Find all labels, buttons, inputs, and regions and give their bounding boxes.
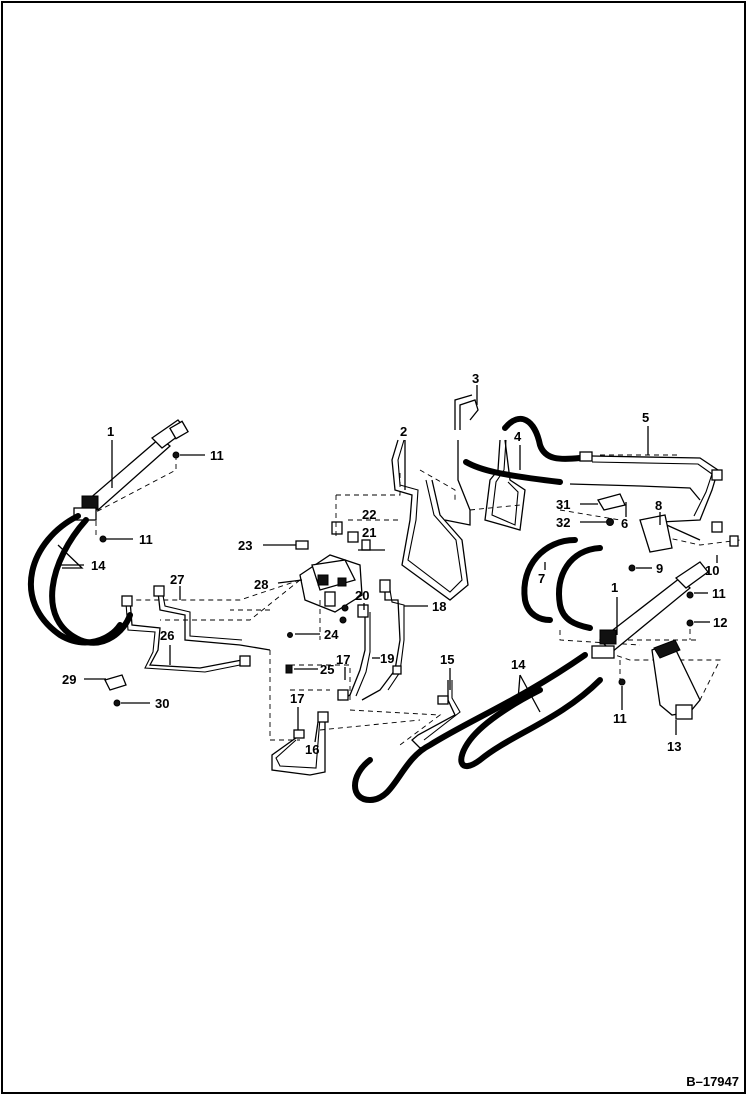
callout-26: 26 xyxy=(160,628,174,643)
callout-7: 7 xyxy=(538,571,545,586)
control-valve xyxy=(290,521,371,613)
callout-16: 16 xyxy=(305,742,319,757)
callout-13: 13 xyxy=(667,739,681,754)
callout-10: 10 xyxy=(705,563,719,578)
figure-id: B–17947 xyxy=(686,1074,739,1089)
callout-14: 14 xyxy=(91,558,106,573)
callout-8: 8 xyxy=(655,498,662,513)
tube-5 xyxy=(463,415,739,547)
callout-5: 5 xyxy=(642,410,649,425)
callout-18: 18 xyxy=(432,599,446,614)
callout-3: 3 xyxy=(472,371,479,386)
tubes-26-27 xyxy=(121,585,271,673)
callout-17: 17 xyxy=(336,652,350,667)
callout-12: 12 xyxy=(713,615,727,630)
callout-24: 24 xyxy=(324,627,339,642)
callout-11: 11 xyxy=(210,448,224,463)
callout-28: 28 xyxy=(254,577,268,592)
callout-27: 27 xyxy=(170,572,184,587)
tube-15 xyxy=(411,680,461,749)
small-hardware xyxy=(99,451,349,707)
right-hoses xyxy=(352,652,626,804)
tube-2 xyxy=(391,439,469,601)
callout-9: 9 xyxy=(656,561,663,576)
callout-11: 11 xyxy=(613,711,627,726)
callout-11: 11 xyxy=(139,532,153,547)
tubes-16-17 xyxy=(271,689,349,776)
callout-17: 17 xyxy=(290,691,304,706)
callout-25: 25 xyxy=(320,662,334,677)
bracket-parts-right xyxy=(597,493,673,572)
hoses-7 xyxy=(521,537,603,631)
callout-31: 31 xyxy=(556,497,570,512)
callout-14: 14 xyxy=(511,657,526,672)
callout-labels: 1 11 11 14 2 3 4 5 6 31 32 8 7 9 10 11 1… xyxy=(62,371,727,757)
callout-4: 4 xyxy=(514,429,522,444)
callout-6: 6 xyxy=(621,516,628,531)
callout-1: 1 xyxy=(107,424,114,439)
callout-30: 30 xyxy=(155,696,169,711)
callout-15: 15 xyxy=(440,652,454,667)
callout-11: 11 xyxy=(712,586,726,601)
callout-23: 23 xyxy=(238,538,252,553)
leader-lines xyxy=(58,385,718,743)
right-cylinder xyxy=(591,561,709,659)
assembly-dashed-lines xyxy=(95,454,741,746)
left-cylinder xyxy=(73,419,189,521)
tube-4 xyxy=(484,439,526,531)
cylinder-bracket-13 xyxy=(651,619,701,720)
callout-1: 1 xyxy=(611,580,618,595)
left-hoses xyxy=(27,513,133,646)
callout-32: 32 xyxy=(556,515,570,530)
callout-29: 29 xyxy=(62,672,76,687)
callout-22: 22 xyxy=(362,507,376,522)
tube-3 xyxy=(444,394,479,526)
callout-19: 19 xyxy=(380,651,394,666)
callout-2: 2 xyxy=(400,424,407,439)
callout-21: 21 xyxy=(362,525,376,540)
callout-20: 20 xyxy=(355,588,369,603)
